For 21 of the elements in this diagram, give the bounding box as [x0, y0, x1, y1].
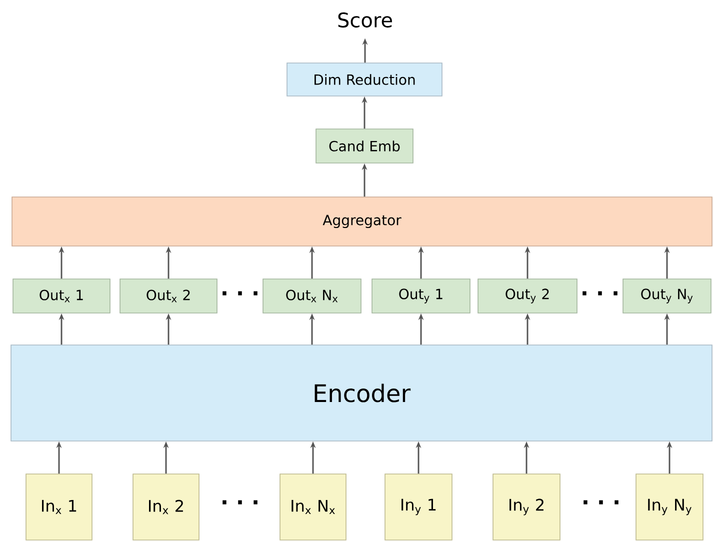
input-box: In$_{x}$ N$_{x}$: [280, 474, 346, 540]
ellipsis: · · ·: [584, 500, 618, 504]
aggregator-box: Aggregator: [12, 196, 712, 246]
input-box: In$_{y}$ 2: [492, 474, 560, 540]
output-label: Score: [338, 12, 392, 28]
process-box: Out$_{x}$ 2: [120, 278, 218, 314]
process-box: Out$_{y}$ N$_{y}$: [622, 278, 712, 314]
ellipsis: · · ·: [582, 291, 618, 296]
process-box: Out$_{y}$ 2: [478, 278, 578, 314]
process-box: Out$_{x}$ 1: [12, 278, 110, 314]
process-box: Dim Reduction: [286, 62, 442, 96]
input-box: In$_{x}$ 2: [132, 474, 200, 540]
encoder-box: Encoder: [10, 344, 712, 442]
process-box: Out$_{y}$ 1: [372, 278, 470, 314]
input-box: In$_{x}$ 1: [26, 474, 92, 540]
input-box: In$_{y}$ N$_{y}$: [636, 474, 704, 540]
ellipsis: · · ·: [222, 291, 258, 296]
process-box: Out$_{x}$ N$_{x}$: [262, 278, 362, 314]
ellipsis: · · ·: [222, 500, 258, 504]
process-box: Cand Emb: [316, 128, 414, 164]
input-box: In$_{y}$ 1: [384, 474, 452, 540]
